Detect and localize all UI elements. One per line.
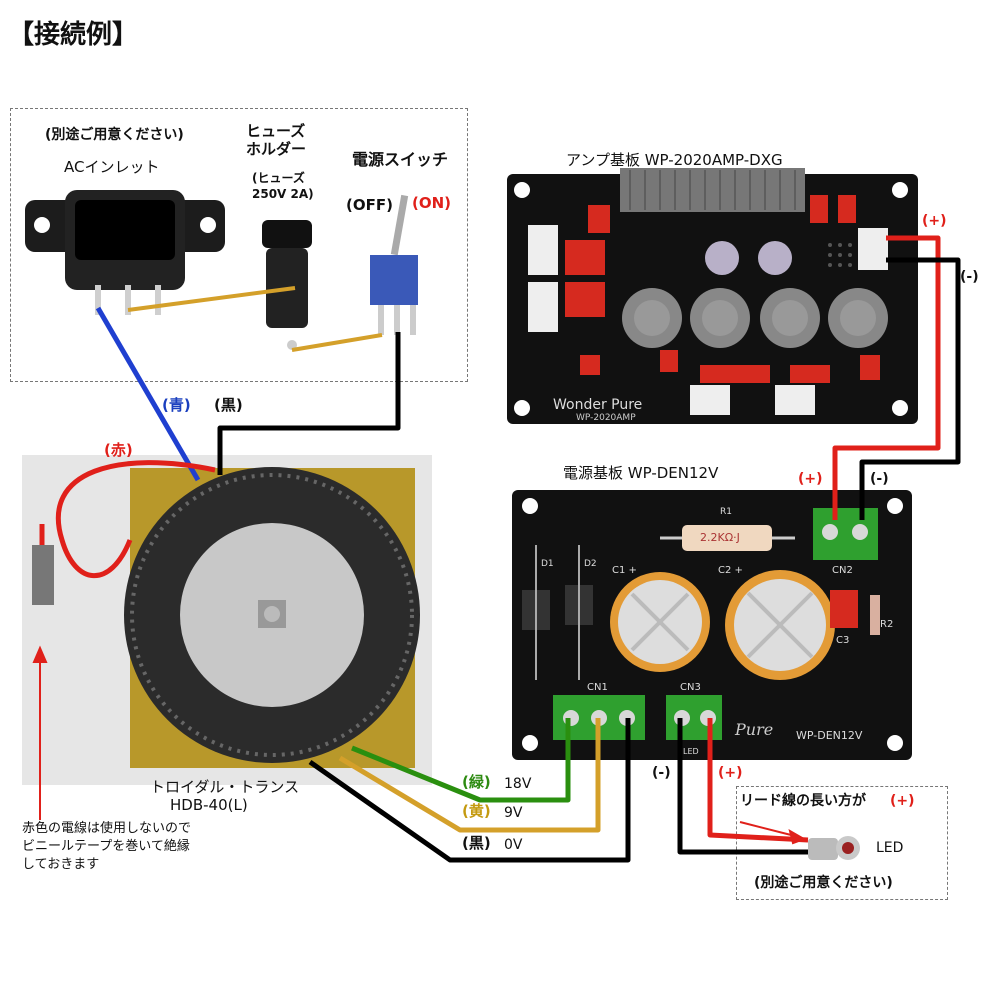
led-graphic — [808, 836, 860, 860]
power-board — [512, 490, 912, 760]
wiring — [32, 235, 961, 863]
c1-label: C1 + — [612, 565, 637, 576]
transformer-note-3: しておきます — [22, 857, 100, 872]
transformer-note-2: ビニールテープを巻いて絶縁 — [22, 839, 190, 854]
transformer-note-1: 赤色の電線は使用しないので — [22, 821, 192, 836]
d2-label: D2 — [584, 559, 597, 569]
page-title: 【接続例】 — [8, 20, 139, 50]
transformer-name-2: HDB-40(L) — [170, 796, 248, 814]
amp-minus-label: (-) — [960, 269, 979, 285]
ac-inlet-label: ACインレット — [64, 158, 160, 176]
transformer-name-1: トロイダル・トランス — [150, 778, 300, 796]
cn3-label: CN3 — [680, 682, 701, 693]
wire-black-value: 0V — [504, 837, 523, 853]
wire-black-label: (黒) — [462, 834, 491, 852]
r1-label: R1 — [720, 507, 732, 517]
amp-board-title: アンプ基板 WP-2020AMP-DXG — [566, 151, 783, 169]
led-silk-label: LED — [683, 747, 699, 756]
ac-inlet-graphic — [25, 190, 225, 315]
r1-value: 2.2KΩ·J — [700, 531, 740, 544]
ac-parts-box — [10, 108, 468, 382]
led-label: LED — [876, 840, 904, 856]
transformer-graphic — [22, 455, 432, 785]
wire-yellow-label: (黄) — [462, 802, 491, 820]
power-board-title: 電源基板 WP-DEN12V — [563, 464, 719, 482]
led-note: リード線の長い方が — [740, 793, 866, 809]
cn3-minus-label: (-) — [652, 765, 671, 781]
fuse-holder-label-2: ホルダー — [246, 140, 307, 158]
wire-blue-label: (青) — [162, 396, 191, 414]
wire-red-label: (赤) — [104, 441, 133, 459]
switch-on-label: (ON) — [412, 194, 452, 212]
amp-silk-brand: Wonder Pure — [553, 397, 643, 413]
wire-green-label: (緑) — [462, 773, 491, 791]
d1-label: D1 — [541, 559, 554, 569]
ac-note: (別途ご用意ください) — [45, 127, 184, 143]
power-switch-label: 電源スイッチ — [352, 150, 449, 169]
power-minus-label: (-) — [870, 471, 889, 487]
wire-black-top-label: (黒) — [214, 396, 243, 414]
fuse-holder-label-1: ヒューズ — [246, 122, 306, 140]
amp-silk-model: WP-2020AMP — [576, 413, 636, 423]
power-silk-brand: Pure — [735, 720, 774, 739]
wire-green-value: 18V — [504, 776, 532, 792]
fuse-spec-2: 250V 2A) — [252, 187, 314, 201]
led-prepare-note: (別途ご用意ください) — [754, 875, 893, 891]
wire-yellow-value: 9V — [504, 805, 523, 821]
fuse-spec-1: (ヒューズ — [252, 171, 305, 185]
power-plus-label: (+) — [798, 471, 823, 487]
r2-label: R2 — [880, 619, 894, 630]
switch-off-label: (OFF) — [346, 196, 393, 214]
cn3-plus-label: (+) — [718, 765, 743, 781]
fuse-holder-graphic — [262, 220, 312, 350]
amp-board — [507, 168, 918, 424]
c3-label: C3 — [836, 635, 850, 646]
power-switch-graphic — [370, 194, 418, 335]
amp-plus-label: (+) — [922, 213, 947, 229]
power-silk-model: WP-DEN12V — [796, 729, 863, 742]
annotation-arrows — [32, 645, 807, 845]
led-plus-label: (+) — [890, 793, 915, 809]
cn1-label: CN1 — [587, 682, 608, 693]
led-box — [736, 786, 948, 900]
cn2-label: CN2 — [832, 565, 853, 576]
c2-label: C2 + — [718, 565, 743, 576]
